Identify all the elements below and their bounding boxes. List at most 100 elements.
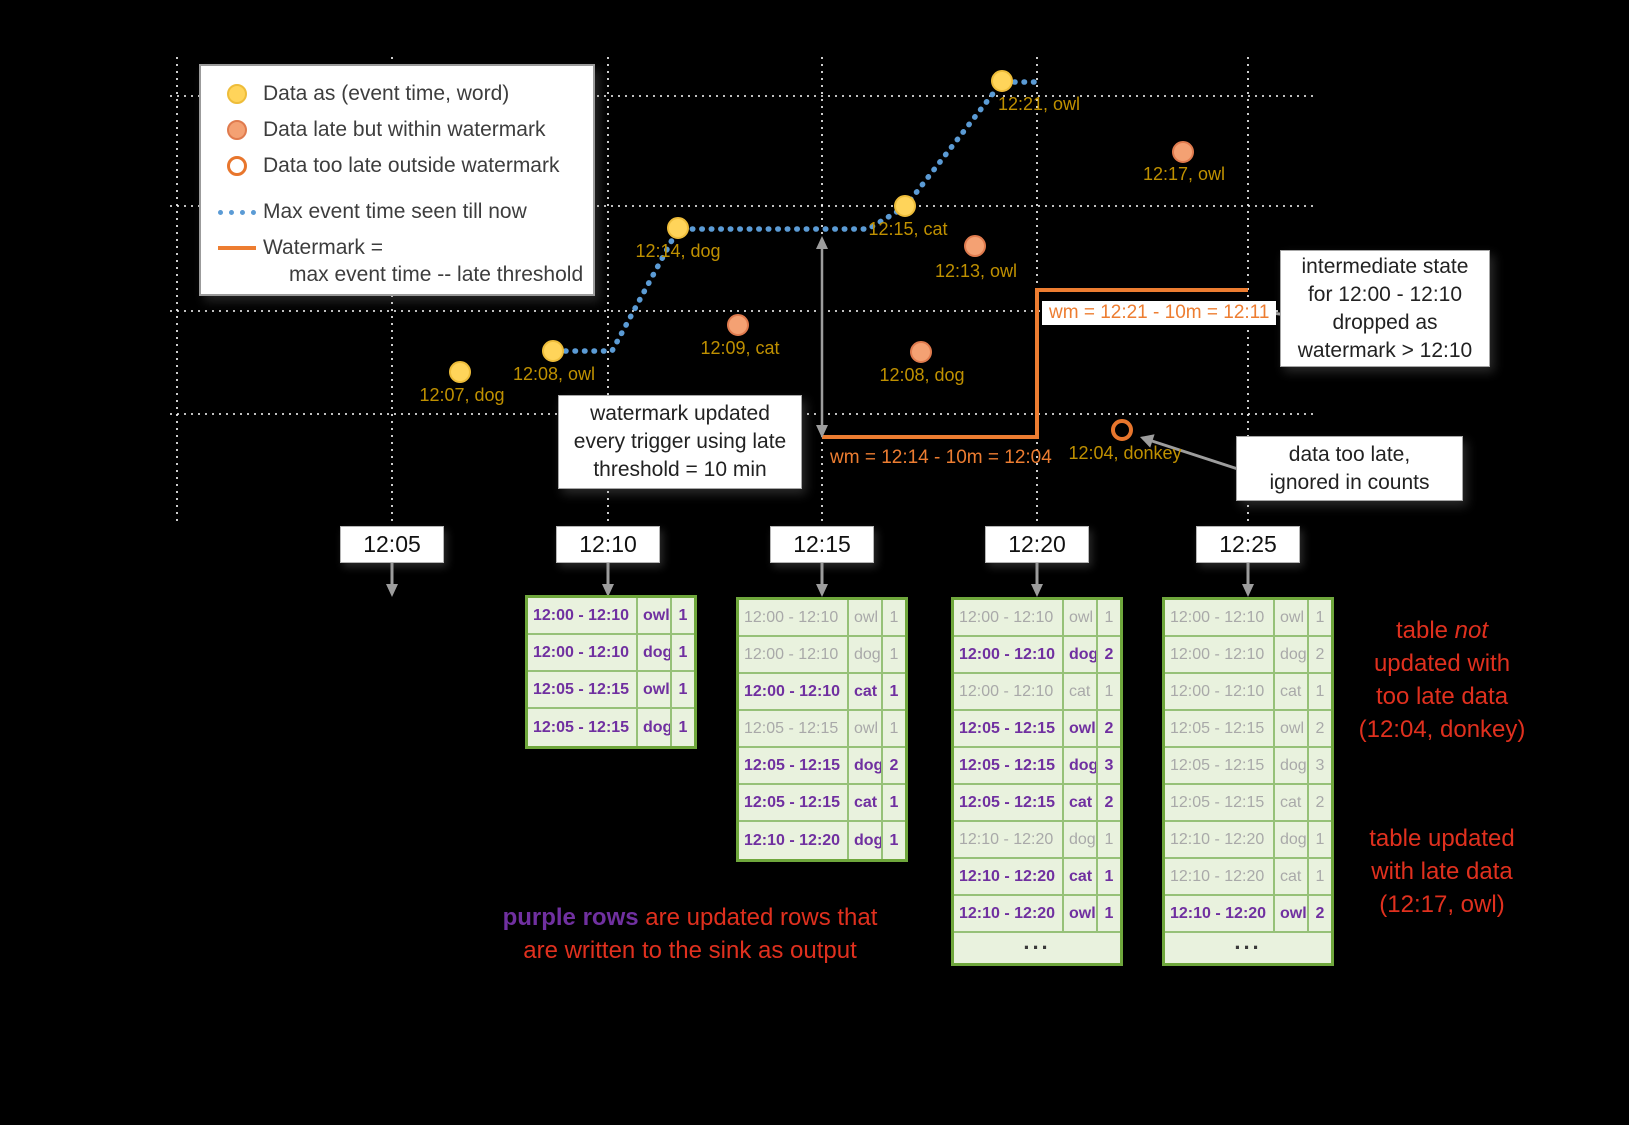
max-event-time-line-icon <box>211 209 263 215</box>
count-cell: 2 <box>1309 711 1331 748</box>
window-cell: 12:00 - 12:10 <box>1165 637 1275 674</box>
count-cell: 1 <box>1309 600 1331 637</box>
count-cell: 1 <box>672 635 694 672</box>
legend: Data as (event time, word) Data late but… <box>199 64 595 296</box>
window-cell: 12:00 - 12:10 <box>739 674 849 711</box>
legend-item-watermark: Watermark = <box>211 230 587 266</box>
ellipsis-row: ... <box>1234 929 1262 954</box>
late-threshold-arrow <box>816 236 828 438</box>
word-cell: owl <box>849 600 883 637</box>
legend-item-too-late: Data too late outside watermark <box>211 148 587 184</box>
count-cell: 1 <box>678 718 688 736</box>
watermark-line <box>822 288 1248 439</box>
word-cell: dog <box>849 637 883 674</box>
late-dot-icon <box>211 120 263 140</box>
window-cell: 12:05 - 12:15 <box>954 748 1064 785</box>
point-label: 12:15, cat <box>868 219 948 239</box>
data-point <box>964 235 986 257</box>
count-cell: 1 <box>1098 674 1120 711</box>
count-cell: 2 <box>1098 711 1120 748</box>
word-cell: dog <box>849 822 883 859</box>
word-cell: dog <box>1064 637 1098 674</box>
word-cell: owl <box>1275 711 1309 748</box>
data-point <box>910 341 932 363</box>
callout-too-late-ignored: data too late, ignored in counts <box>1236 436 1463 501</box>
word-cell: cat <box>1275 674 1309 711</box>
word-cell: dog <box>1064 748 1098 785</box>
count-cell: 1 <box>883 711 905 748</box>
window-cell: 12:10 - 12:20 <box>954 822 1064 859</box>
window-cell: 12:00 - 12:10 <box>954 600 1064 637</box>
data-point <box>727 314 749 336</box>
data-point-too-late <box>1111 419 1133 441</box>
window-cell: 12:05 - 12:15 <box>1165 711 1275 748</box>
word-cell: owl <box>638 598 672 635</box>
count-cell: 1 <box>883 785 905 822</box>
purple-rows-rest: are updated rows that are written to the… <box>523 904 878 964</box>
watermark-value-1: wm = 12:14 - 10m = 12:04 <box>830 447 1052 468</box>
count-cell: 3 <box>1309 748 1331 785</box>
count-cell: 1 <box>883 637 905 674</box>
window-cell: 12:05 - 12:15 <box>528 709 638 746</box>
window-cell: 12:10 - 12:20 <box>1165 896 1275 933</box>
window-cell: 12:10 - 12:20 <box>954 896 1064 933</box>
word-cell: cat <box>1064 859 1098 896</box>
count-cell: 1 <box>883 600 905 637</box>
word-cell: owl <box>849 711 883 748</box>
count-cell: 2 <box>1309 637 1331 674</box>
word-cell: owl <box>1275 896 1309 933</box>
not-updated-rest: updated with too late data (12:04, donke… <box>1358 650 1526 743</box>
word-cell: cat <box>1064 785 1098 822</box>
point-label: 12:08, owl <box>512 364 596 384</box>
legend-item-watermark-sub: max event time -- late threshold <box>211 262 587 288</box>
trigger-12-25: 12:25 <box>1196 526 1300 563</box>
window-cell: 12:00 - 12:10 <box>739 600 849 637</box>
word-cell: cat <box>849 674 883 711</box>
count-cell: 2 <box>1098 637 1120 674</box>
note-not-updated: table not updated with too late data (12… <box>1337 581 1547 746</box>
not-updated-prefix: table <box>1395 617 1455 644</box>
too-late-dot-icon <box>211 156 263 176</box>
legend-label: Data too late outside watermark <box>263 154 560 177</box>
count-cell: 1 <box>889 831 899 849</box>
watermark-value-2: wm = 12:21 - 10m = 12:11 <box>1042 301 1277 325</box>
watermark-line-icon <box>211 246 263 250</box>
word-cell: dog <box>1064 822 1098 859</box>
count-cell: 1 <box>1098 600 1120 637</box>
word-cell: dog <box>1275 748 1309 785</box>
count-cell: 2 <box>1309 896 1331 933</box>
point-label: 12:13, owl <box>934 261 1018 281</box>
count-cell: 1 <box>1309 674 1331 711</box>
window-cell: 12:05 - 12:15 <box>954 785 1064 822</box>
count-cell: 1 <box>1309 859 1331 896</box>
data-point <box>991 70 1013 92</box>
max-event-time-line <box>553 79 1041 354</box>
word-cell: dog <box>638 709 672 746</box>
word-cell: cat <box>849 785 883 822</box>
legend-label: Watermark = <box>263 236 383 259</box>
data-point <box>542 340 564 362</box>
note-updated-late: table updated with late data (12:17, owl… <box>1369 825 1515 918</box>
point-label: 12:09, cat <box>700 338 780 358</box>
count-cell: 1 <box>1098 859 1120 896</box>
